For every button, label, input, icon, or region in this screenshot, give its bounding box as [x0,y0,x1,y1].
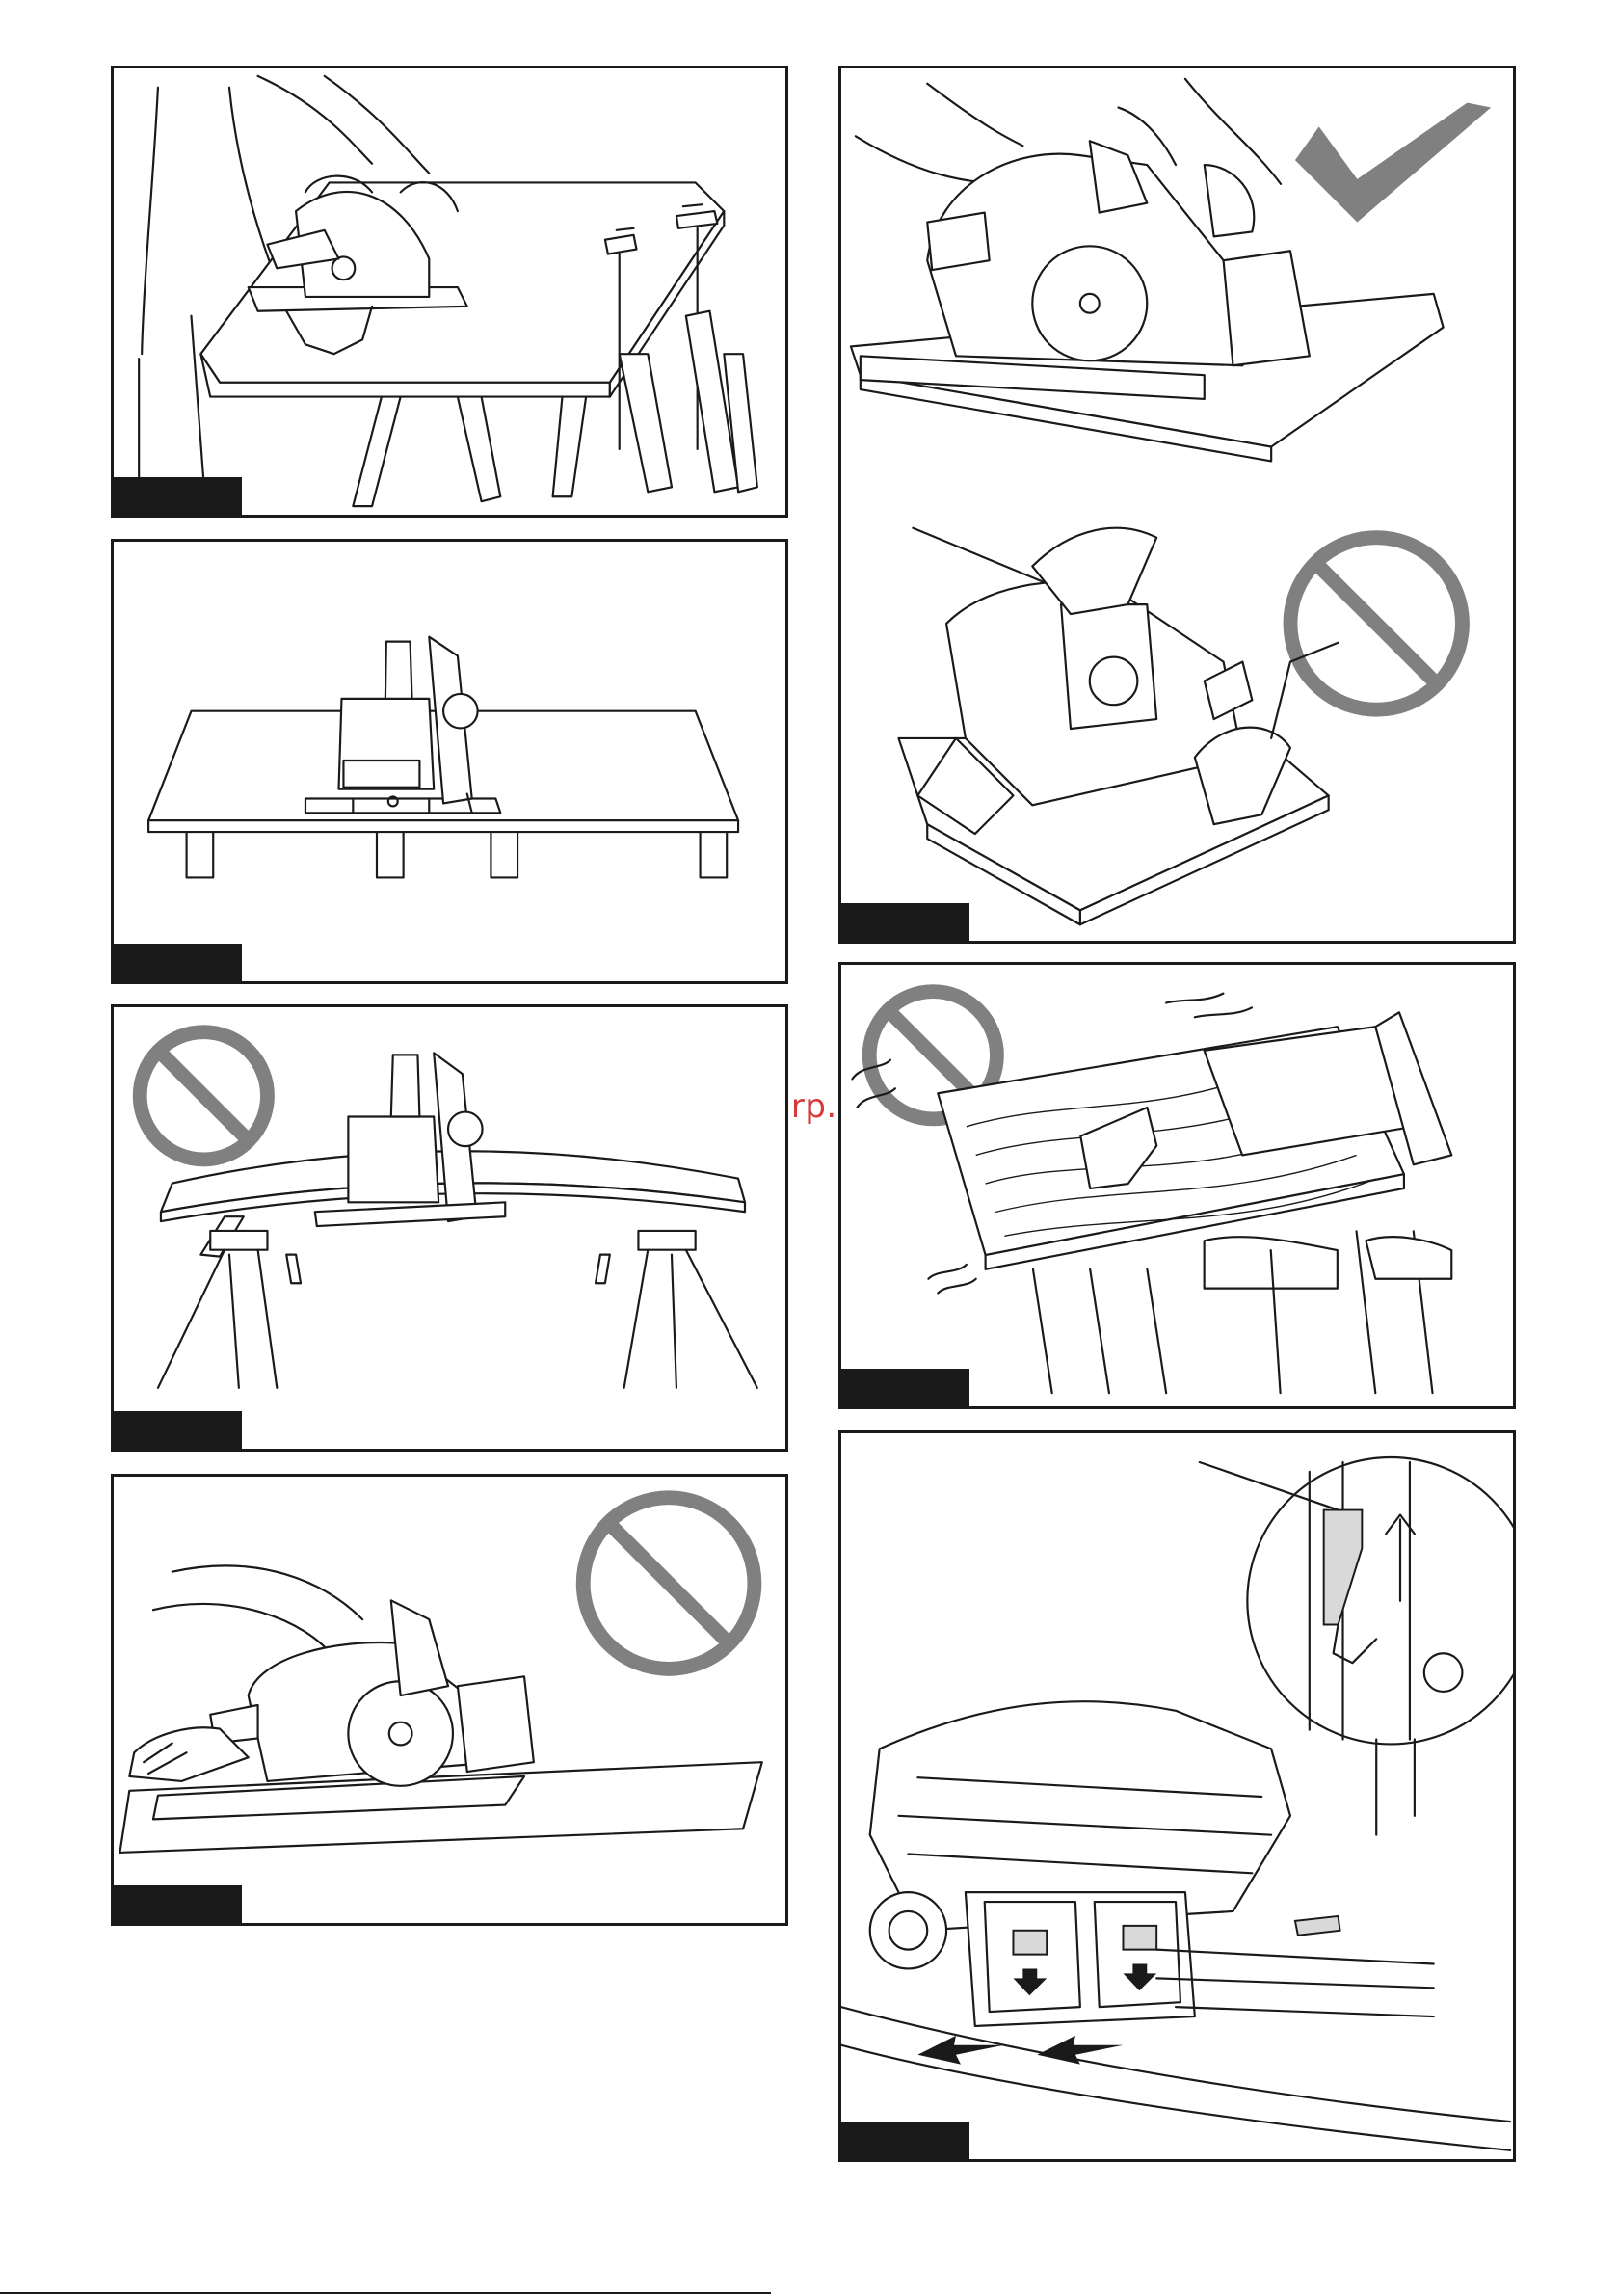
figure-7-panel [838,1430,1516,2162]
figure-2-number-tab [111,944,242,984]
figure-5-panel [838,66,1516,944]
kickback-illustration [841,965,1513,1406]
figure-2-panel [111,539,788,984]
detail-magnifier [1247,1457,1513,1744]
figure-6-number-tab [838,1369,969,1409]
figure-6-panel [838,962,1516,1409]
hand-in-front-of-saw-illustration [114,1477,785,1923]
saw-on-clamped-board-illustration [114,68,785,515]
figure-3-number-tab [111,1411,242,1452]
figure-4-number-tab [111,1885,242,1926]
footer-rule [0,2292,771,2294]
sagging-board-illustration [114,1007,785,1449]
correct-and-wrong-grip-illustration [841,68,1513,941]
figure-1-number-tab [111,477,242,518]
supported-board-illustration [114,542,785,981]
battery-removal-illustration [841,1433,1513,2159]
figure-7-number-tab [838,2122,969,2162]
figure-3-panel [111,1004,788,1452]
check-mark-icon [1295,103,1491,223]
figure-4-panel [111,1474,788,1926]
figure-1-panel [111,66,788,518]
figure-5-number-tab [838,903,969,944]
